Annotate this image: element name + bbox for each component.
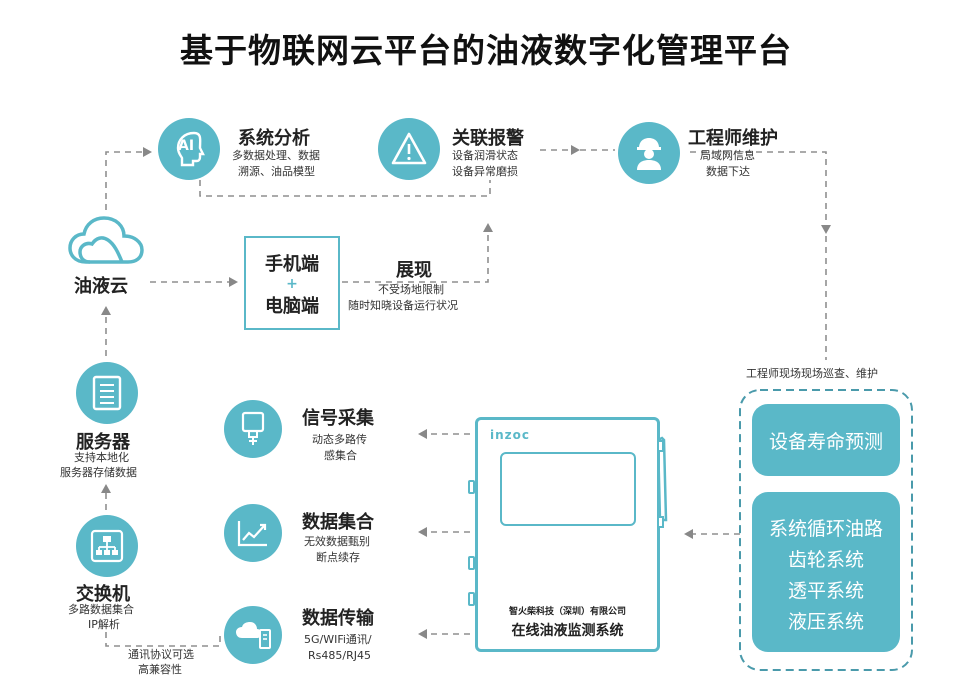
cloud-computer-icon xyxy=(236,622,271,649)
line-analysis-alarm xyxy=(199,180,491,197)
ai-head-icon xyxy=(176,131,205,167)
switch-line1: 多路数据集合 xyxy=(68,603,134,616)
collect-line2: 断点续存 xyxy=(316,551,360,564)
device-knob-left-1 xyxy=(468,480,475,494)
device-knob-left-3 xyxy=(468,592,475,606)
transfer-line2: Rs485/RJ45 xyxy=(308,649,371,662)
cloud-title: 油液云 xyxy=(74,276,128,297)
engineer-title: 工程师维护 xyxy=(688,128,778,149)
system-item: 透平系统 xyxy=(787,580,864,602)
device-knob-left-2 xyxy=(468,556,475,570)
line-protocol xyxy=(105,632,221,647)
onsite-label: 工程师现场现场巡查、维护 xyxy=(746,367,878,380)
server-line1: 支持本地化 xyxy=(74,451,129,464)
system-item: 系统循环油路 xyxy=(768,518,883,540)
engineer-line1: 局域网信息 xyxy=(700,149,755,162)
analysis-line1: 多数据处理、数据 xyxy=(232,149,320,162)
display-line2: 随时知晓设备运行状况 xyxy=(348,299,458,312)
system-item: 液压系统 xyxy=(787,611,864,633)
line-terminal-to-display xyxy=(342,223,493,283)
systems-panel: 系统循环油路 齿轮系统 透平系统 液压系统 xyxy=(752,492,900,652)
signal-title: 信号采集 xyxy=(302,408,374,429)
alarm-icon-circle xyxy=(378,118,440,180)
onsite-frame xyxy=(739,389,913,671)
terminal-pc: 电脑端 xyxy=(265,296,319,317)
transfer-title: 数据传输 xyxy=(302,608,374,629)
collect-line1: 无效数据甄别 xyxy=(304,535,370,548)
collect-icon-circle xyxy=(224,504,282,562)
engineer-line2: 数据下达 xyxy=(706,165,750,178)
warning-triangle-icon xyxy=(391,132,427,165)
display-line1: 不受场地限制 xyxy=(378,283,444,296)
device-brand: inzoc xyxy=(490,428,530,442)
switch-line2: IP解析 xyxy=(88,618,120,631)
switch-icon-circle xyxy=(76,515,138,577)
server-title: 服务器 xyxy=(76,432,130,453)
server-line2: 服务器存储数据 xyxy=(60,466,137,479)
server-icon xyxy=(92,375,122,411)
sensor-probe-icon xyxy=(241,411,265,445)
signal-line1: 动态多路传 xyxy=(312,433,367,446)
device-screen xyxy=(500,452,636,526)
collect-title: 数据集合 xyxy=(302,512,374,533)
terminal-phone: 手机端 xyxy=(265,254,319,275)
transfer-line1: 5G/WIFi通讯/ xyxy=(304,633,372,646)
analysis-icon-circle xyxy=(158,118,220,180)
page-title: 基于物联网云平台的油液数字化管理平台 xyxy=(180,31,792,70)
line-chart-icon xyxy=(237,521,267,547)
analysis-line2: 溯源、油品模型 xyxy=(238,165,315,178)
system-item: 齿轮系统 xyxy=(787,549,864,571)
alarm-title: 关联报警 xyxy=(452,128,524,149)
monitor-device: inzoc 智火柴科技（深圳）有限公司 在线油液监测系统 xyxy=(475,417,660,652)
analysis-title: 系统分析 xyxy=(238,128,310,149)
display-title: 展现 xyxy=(396,260,432,281)
alarm-line1: 设备润滑状态 xyxy=(452,149,518,162)
alarm-line2: 设备异常磨损 xyxy=(452,165,518,178)
terminal-plus: + xyxy=(286,276,298,292)
signal-icon-circle xyxy=(224,400,282,458)
protocol-line1: 通讯协议可选 xyxy=(128,648,194,661)
ai-label: AI xyxy=(178,138,195,154)
network-switch-icon xyxy=(90,529,124,563)
line-engineer-down xyxy=(690,151,831,234)
transfer-icon-circle xyxy=(224,606,282,664)
terminal-box: 手机端 + 电脑端 xyxy=(244,236,340,330)
server-icon-circle xyxy=(76,362,138,424)
life-prediction-panel: 设备寿命预测 xyxy=(752,404,900,476)
switch-title: 交换机 xyxy=(76,584,130,605)
device-knob-right-2 xyxy=(657,516,664,528)
engineer-icon-circle xyxy=(618,122,680,184)
engineer-icon xyxy=(637,138,661,170)
signal-line2: 感集合 xyxy=(324,449,357,462)
line-cloud-to-analysis xyxy=(105,147,152,210)
device-knob-right-1 xyxy=(657,440,664,452)
device-name: 在线油液监测系统 xyxy=(511,623,624,639)
cloud-icon xyxy=(68,216,144,264)
device-company: 智火柴科技（深圳）有限公司 xyxy=(508,607,626,617)
protocol-line2: 高兼容性 xyxy=(138,663,182,676)
